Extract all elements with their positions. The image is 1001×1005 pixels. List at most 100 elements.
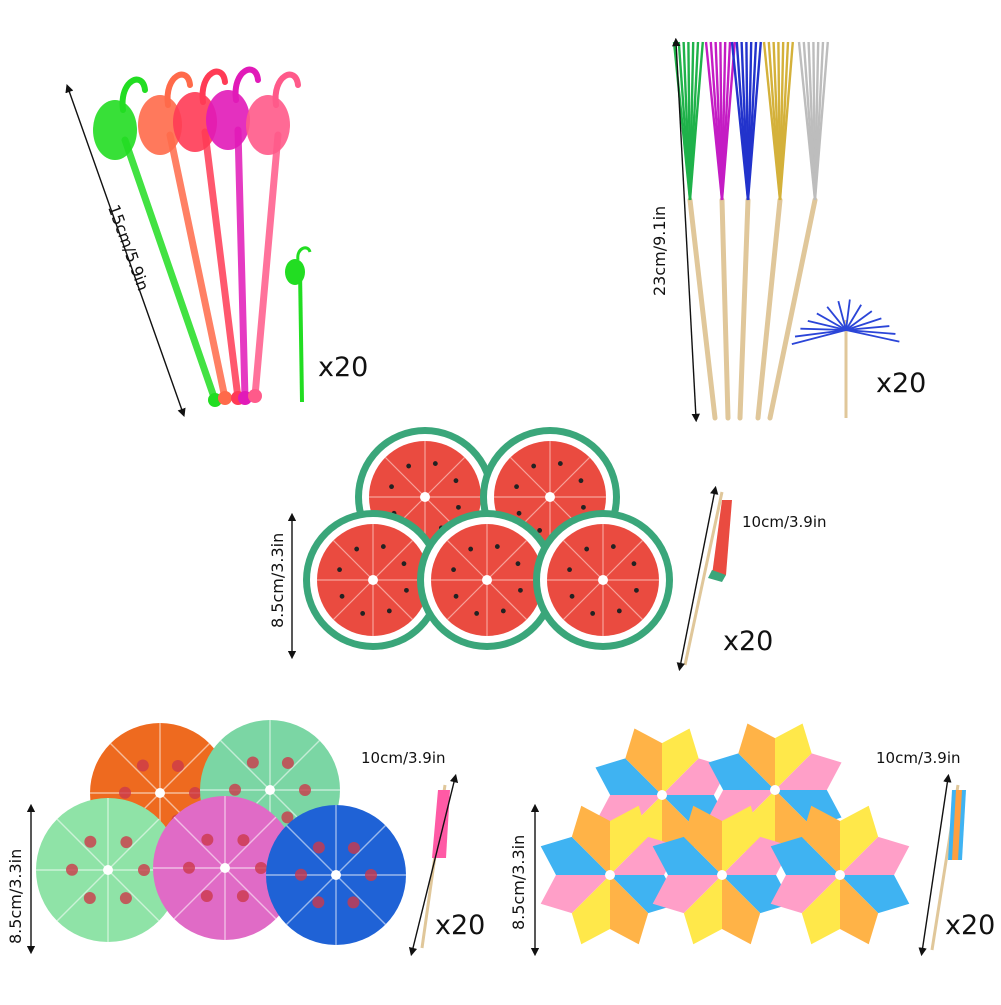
firework-strand [800, 327, 847, 331]
watermelon-umbrellas [303, 427, 732, 666]
watermelon-seed [453, 593, 459, 599]
star-umbrella-panel [722, 805, 761, 875]
watermelon-seed [610, 544, 616, 549]
firework-strand [845, 299, 851, 331]
flower-print [365, 869, 377, 881]
paper-umbrella-tip [155, 788, 165, 798]
small-flamingo-stick [298, 269, 304, 403]
flower-print [119, 786, 132, 799]
watermelon-seed [616, 608, 622, 614]
paper-umbrella-tip [331, 870, 341, 880]
star-umbrella-panel [722, 875, 761, 945]
paper-umbrella-rib [286, 825, 337, 876]
star-umbrella-panel [801, 875, 840, 945]
flower-print [246, 756, 259, 769]
tinsel-strand [813, 41, 829, 201]
flamingo-stick [251, 131, 282, 400]
watermelon-tip [545, 492, 555, 502]
star-umbrellas [540, 723, 966, 951]
star-umbrella-panel [610, 805, 649, 875]
watermelon-seed [386, 608, 392, 614]
floral-height-label: 8.5cm/3.3in [6, 848, 25, 944]
paper-umbrella-rib [107, 869, 160, 922]
star-umbrella-panel [683, 805, 722, 875]
firework-strand [845, 317, 882, 331]
paper-umbrella-rib [220, 740, 271, 791]
watermelon-seed [514, 484, 519, 490]
star-umbrella-panel [571, 875, 610, 945]
flamingo-neck [272, 71, 301, 108]
watermelon-rib [602, 579, 644, 621]
paper-umbrella-rib [107, 818, 160, 871]
firework-strand [816, 312, 847, 331]
star-umbrella-panel [708, 753, 775, 790]
watermelon-seed [537, 528, 543, 533]
star-umbrella-panel [540, 875, 610, 914]
watermelon-seed [339, 593, 345, 599]
watermelon-seed [432, 461, 438, 466]
watermelon-rib [549, 456, 591, 498]
flower-print [312, 896, 325, 909]
star-umbrella-panel [540, 836, 610, 875]
floral-stick-label: 10cm/3.9in [361, 749, 446, 767]
watermelon-quantity-label: x20 [723, 626, 774, 657]
firework-strand [845, 329, 896, 335]
floral-umbrellas [36, 720, 450, 949]
flower-print [295, 868, 308, 881]
flower-print [138, 864, 150, 876]
watermelon-rib [424, 456, 466, 498]
watermelon-seed [468, 546, 474, 552]
star-umbrella-tip [657, 790, 667, 800]
small-flamingo-body [285, 259, 305, 285]
star-umbrella-panel [625, 728, 662, 795]
watermelon-rib [509, 456, 551, 498]
watermelon-seed [518, 587, 523, 593]
paper-umbrella-rib [286, 874, 337, 925]
paper-umbrella-tip [220, 863, 230, 873]
star-umbrella-tip [770, 785, 780, 795]
star-umbrella-panel [775, 753, 842, 790]
watermelon-seed [584, 546, 590, 552]
flower-print [347, 841, 360, 854]
watermelon-seed [456, 504, 461, 510]
star-umbrella-panel [652, 875, 722, 914]
tinsel-stick [719, 197, 731, 421]
flower-print [119, 892, 132, 905]
paper-umbrella-rib [224, 816, 277, 869]
floral-quantity-label: x20 [435, 910, 486, 941]
star-umbrella-panel [738, 723, 775, 790]
firework-strand [794, 329, 847, 338]
paper-umbrella-rib [335, 874, 386, 925]
flower-print [229, 783, 242, 796]
flower-print [347, 896, 360, 909]
star-umbrella-panel [840, 875, 910, 914]
firework-strand [807, 319, 847, 331]
star-umbrella-panel [840, 836, 910, 875]
watermelon-seed [567, 567, 572, 573]
watermelon-seed [389, 484, 394, 490]
small-flamingo-neck [296, 246, 312, 261]
watermelon-stick-label: 10cm/3.9in [742, 513, 827, 531]
watermelon-seed [581, 504, 586, 510]
watermelon-seed [401, 561, 407, 567]
watermelon-seed [516, 510, 522, 516]
star-umbrella-panel [770, 836, 840, 875]
flower-print [66, 863, 79, 876]
closed-star-canopy-stripe [952, 790, 962, 860]
watermelon-rib [446, 539, 488, 581]
watermelon-seed [578, 478, 584, 484]
watermelon-tip [482, 575, 492, 585]
paper-umbrella-rib [159, 743, 210, 794]
watermelon-rib [562, 539, 604, 581]
watermelon-seed [557, 461, 563, 466]
star-umbrella-panel [840, 875, 879, 945]
flower-print [281, 811, 294, 824]
flower-print [136, 759, 149, 772]
flower-print [281, 756, 294, 769]
flamingo-body [206, 90, 250, 150]
star-umbrella-panel [595, 758, 662, 795]
watermelon-tip [598, 575, 608, 585]
watermelon-seed [354, 546, 360, 552]
firework-strand [845, 310, 873, 331]
tinsel-size-arrow [672, 37, 700, 423]
